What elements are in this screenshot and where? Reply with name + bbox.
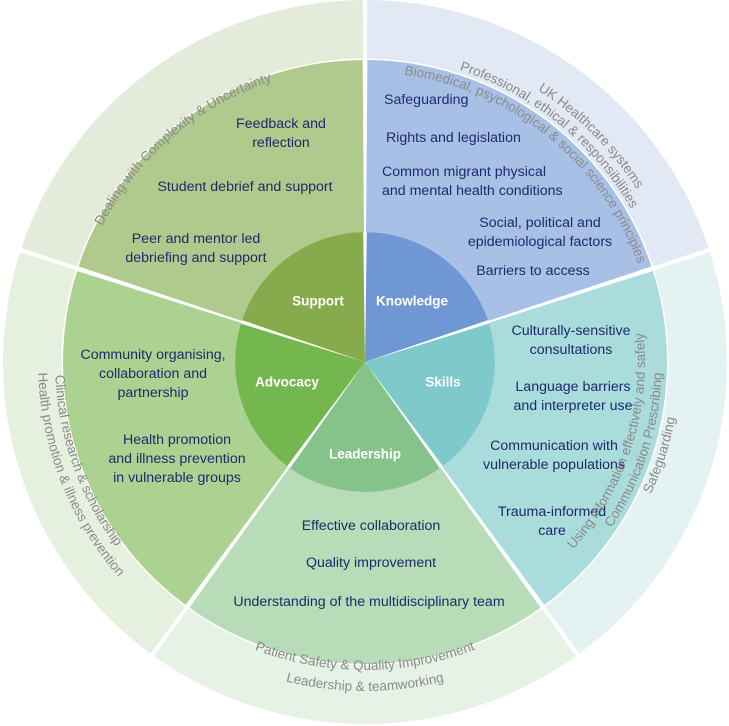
- skills-hub-segment: [365, 323, 496, 467]
- knowledge-item-2: Rights and legislation: [386, 130, 521, 146]
- advocacy-hub-segment: [234, 323, 365, 467]
- support-middle-segment: [78, 60, 364, 321]
- leadership-outer-segment: [154, 608, 576, 725]
- leadership-item-3: Understanding of the multidisciplinary t…: [233, 594, 504, 610]
- leadership-item-2: Quality improvement: [306, 555, 436, 571]
- advocacy-middle-segment: [63, 270, 288, 605]
- knowledge-item-5: Barriers to access: [476, 263, 590, 279]
- advocacy-hub-label: Advocacy: [255, 375, 319, 390]
- leadership-hub-segment: [290, 362, 440, 493]
- knowledge-hub-label: Knowledge: [376, 294, 448, 309]
- knowledge-middle-segment: [366, 60, 652, 321]
- knowledge-outer-segment: [366, 0, 709, 267]
- middle-ring: [63, 60, 667, 665]
- skills-middle-segment: [442, 270, 667, 605]
- knowledge-item-1: Safeguarding: [384, 92, 468, 108]
- leadership-item-1: Effective collaboration: [302, 518, 441, 534]
- leadership-middle-segment: [189, 467, 541, 665]
- knowledge-hub-segment: [365, 232, 489, 362]
- leadership-hub-label: Leadership: [329, 447, 401, 462]
- support-hub-segment: [241, 232, 365, 362]
- skills-hub-label: Skills: [425, 375, 460, 390]
- support-outer-segment: [21, 0, 364, 267]
- hub-circle: [234, 232, 496, 493]
- skills-outer-segment: [544, 252, 728, 654]
- support-item-2: Student debrief and support: [157, 179, 332, 195]
- advocacy-outer-segment: [2, 252, 186, 654]
- support-hub-label: Support: [292, 294, 344, 309]
